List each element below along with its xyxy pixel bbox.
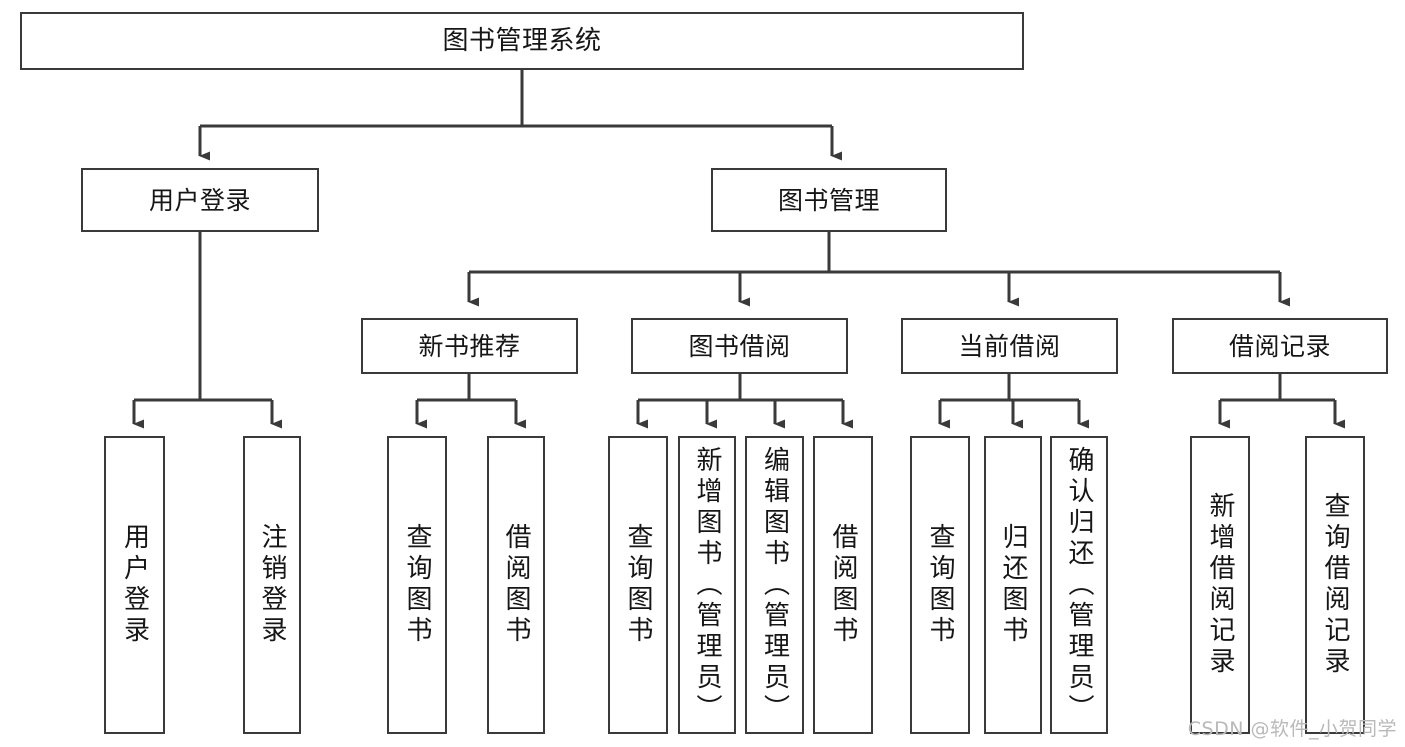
leaf-query-book-borrow[interactable]: 查询图书 (608, 436, 668, 734)
watermark: CSDN @软件_小贺同学 (1187, 718, 1397, 740)
node-current-borrow-label: 当前借阅 (958, 331, 1061, 361)
leaf-borrow-book-label: 借阅图书 (828, 523, 858, 647)
leaf-borrow-book-newbook[interactable]: 借阅图书 (487, 436, 545, 734)
leaf-borrow-book[interactable]: 借阅图书 (813, 436, 873, 734)
leaf-query-book-borrow-label: 查询图书 (623, 523, 653, 647)
leaf-confirm-return-admin[interactable]: 确认归还（管理员） (1050, 436, 1108, 734)
leaf-user-login-label: 用户登录 (119, 523, 150, 647)
node-root-label: 图书管理系统 (442, 25, 602, 56)
node-book-management-label: 图书管理 (777, 185, 880, 215)
node-new-book-recommend[interactable]: 新书推荐 (361, 318, 578, 374)
node-root[interactable]: 图书管理系统 (20, 12, 1024, 70)
leaf-query-book-newbook[interactable]: 查询图书 (387, 436, 447, 734)
leaf-query-borrow-record[interactable]: 查询借阅记录 (1305, 436, 1365, 734)
leaf-query-book-newbook-label: 查询图书 (402, 523, 432, 647)
leaf-add-borrow-record[interactable]: 新增借阅记录 (1190, 436, 1250, 734)
node-book-management[interactable]: 图书管理 (711, 168, 947, 232)
node-borrow-record[interactable]: 借阅记录 (1172, 318, 1388, 374)
leaf-logout[interactable]: 注销登录 (243, 436, 301, 734)
node-book-borrow[interactable]: 图书借阅 (631, 318, 848, 374)
node-user-login-label: 用户登录 (148, 185, 251, 215)
leaf-add-book-admin-label: 新增图书（管理员） (692, 445, 722, 725)
node-user-login[interactable]: 用户登录 (81, 168, 319, 232)
leaf-add-book-admin[interactable]: 新增图书（管理员） (678, 436, 736, 734)
leaf-add-borrow-record-label: 新增借阅记录 (1205, 492, 1235, 678)
leaf-query-book-current-label: 查询图书 (925, 523, 955, 647)
leaf-confirm-return-admin-label: 确认归还（管理员） (1064, 445, 1094, 725)
leaf-return-book-label: 归还图书 (998, 523, 1028, 647)
leaf-user-login[interactable]: 用户登录 (104, 436, 165, 734)
leaf-query-borrow-record-label: 查询借阅记录 (1320, 492, 1350, 678)
node-borrow-record-label: 借阅记录 (1228, 331, 1331, 361)
leaf-edit-book-admin-label: 编辑图书（管理员） (759, 445, 790, 725)
node-current-borrow[interactable]: 当前借阅 (901, 318, 1118, 374)
node-book-borrow-label: 图书借阅 (688, 331, 791, 361)
leaf-logout-label: 注销登录 (257, 523, 287, 647)
leaf-query-book-current[interactable]: 查询图书 (910, 436, 970, 734)
leaf-borrow-book-newbook-label: 借阅图书 (501, 523, 531, 647)
leaf-edit-book-admin[interactable]: 编辑图书（管理员） (745, 436, 804, 734)
node-new-book-recommend-label: 新书推荐 (418, 331, 521, 361)
leaf-return-book[interactable]: 归还图书 (984, 436, 1042, 734)
